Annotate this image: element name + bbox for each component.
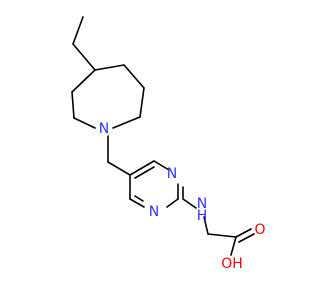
bond-azepane-5 — [73, 117, 96, 129]
bond-ethyl-2 — [72, 43, 96, 71]
bond-c-oh — [230, 236, 237, 256]
bond-pyr-5 — [129, 198, 145, 208]
atom-azepane-n: N — [99, 121, 109, 137]
bond-pyr-1 — [129, 160, 155, 176]
bond-azepane-6 — [71, 91, 75, 119]
bond-ethyl-1 — [72, 16, 84, 45]
bond-azepane-2 — [123, 64, 145, 89]
bond-c-o-2 — [238, 233, 255, 243]
atom-carbonyl-o: O — [254, 222, 265, 238]
atom-pyrimidine-n-2: N — [149, 204, 159, 220]
bond-pyr-5b — [134, 195, 144, 202]
atom-pyrimidine-n-1: N — [167, 166, 177, 182]
bond-azepane-3 — [139, 87, 145, 118]
structure-svg: N N N N H O OH — [71, 16, 266, 272]
bond-pyr-4 — [166, 198, 179, 208]
bond-n-ch2 — [203, 216, 209, 235]
bond-pyr-2 — [153, 160, 170, 171]
bond-ch2-c — [207, 233, 237, 238]
bond-azepane-7 — [71, 69, 96, 93]
bond-azepane-1 — [94, 64, 125, 71]
molecule-diagram: N N N N H O OH — [71, 16, 266, 272]
atom-amine-n: N — [197, 196, 207, 212]
atom-amine-h: H — [197, 208, 208, 224]
bond-c-n-amine — [182, 198, 197, 209]
bond-c-o-1 — [235, 228, 252, 238]
bond-linker-2 — [107, 161, 131, 176]
bond-pyr-1b — [134, 166, 155, 179]
bond-azepane-4 — [112, 116, 141, 129]
atom-hydroxyl-oh: OH — [221, 256, 243, 272]
